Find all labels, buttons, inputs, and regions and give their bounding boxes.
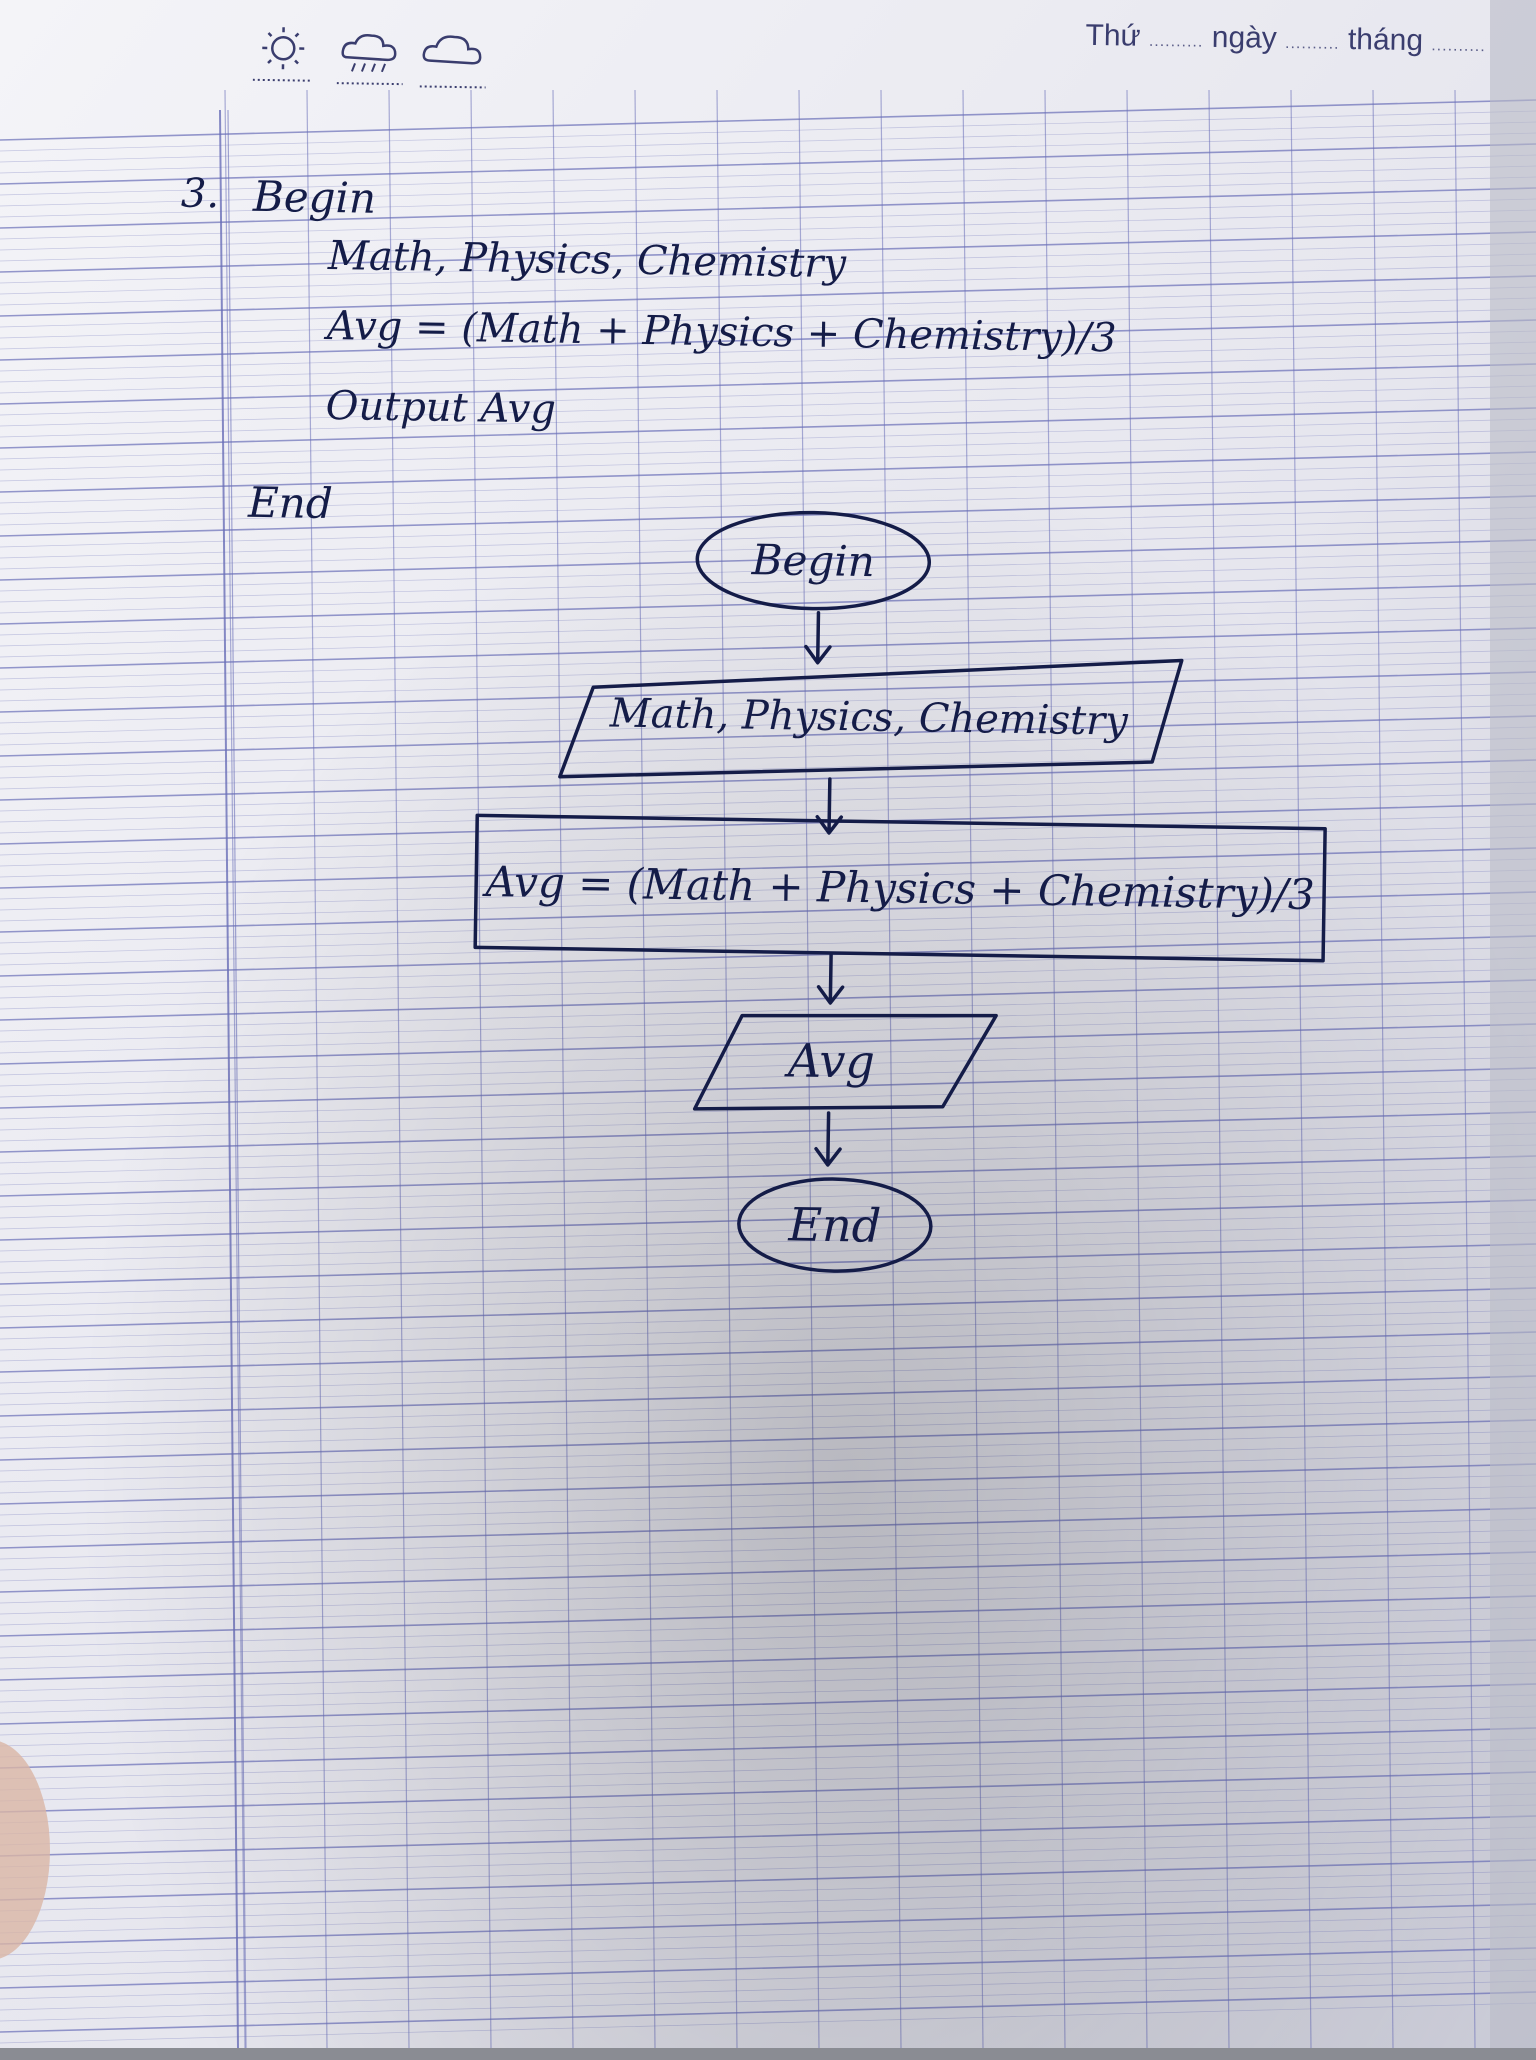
output-label: Avg xyxy=(788,1033,876,1088)
arrow-1 xyxy=(806,613,831,663)
start-label: Begin xyxy=(751,535,875,586)
input-label: Math, Physics, Chemistry xyxy=(609,690,1128,744)
arrow-2 xyxy=(817,779,842,833)
end-label: End xyxy=(788,1197,881,1252)
arrow-4 xyxy=(816,1113,841,1165)
arrow-3 xyxy=(818,955,843,1003)
